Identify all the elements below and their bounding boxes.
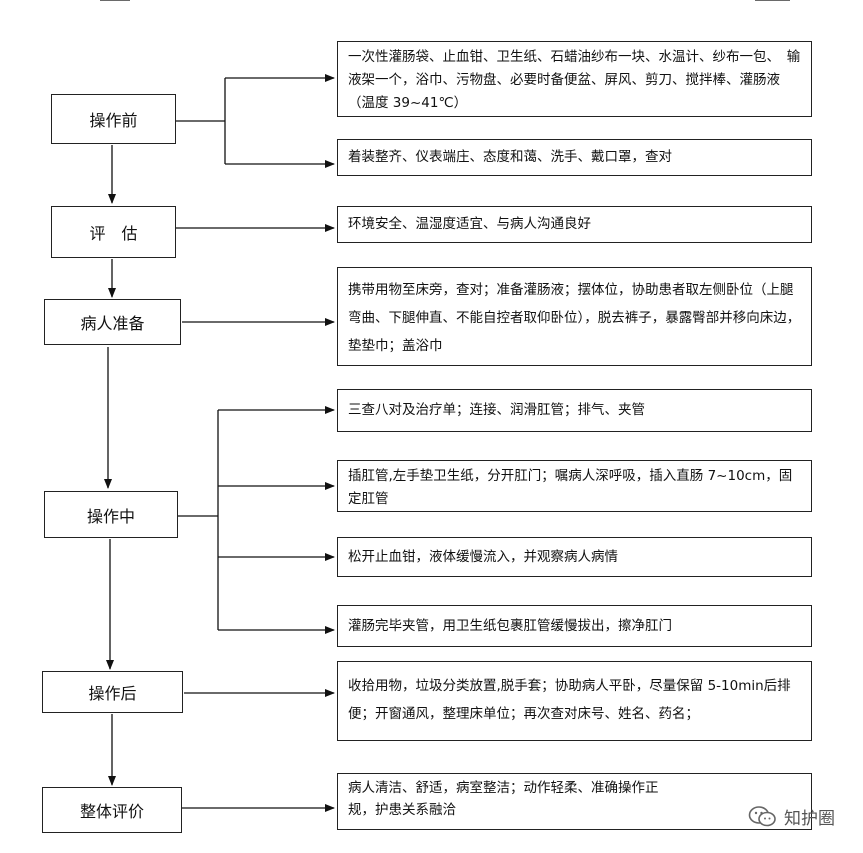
detail-evaluate: 病人清洁、舒适，病室整洁；动作轻柔、准确操作正规，护患关系融洽: [337, 773, 812, 830]
detail-during-insert-text: 插肛管,左手垫卫生纸，分开肛门；嘱病人深呼吸，插入直肠 7~10cm，固定肛管: [348, 468, 793, 507]
step-after-label: 操作后: [88, 684, 137, 703]
step-assess-label: 评 估: [89, 224, 138, 243]
detail-after-text: 收拾用物，垃圾分类放置,脱手套；协助病人平卧，尽量保留 5-10min后排便；开…: [348, 678, 791, 722]
detail-prepare-text: 携带用物至床旁，查对；准备灌肠液；摆体位，协助患者取左侧卧位（上腿弯曲、下腿伸直…: [348, 282, 801, 354]
step-before-label: 操作前: [89, 111, 138, 130]
step-evaluate-label: 整体评价: [79, 802, 144, 821]
detail-before-supplies-text: 一次性灌肠袋、止血钳、卫生纸、石蜡油纱布一块、水温计、纱布一包、 输液架一个，浴…: [348, 49, 801, 111]
wechat-icon: [748, 805, 776, 826]
detail-before-supplies: 一次性灌肠袋、止血钳、卫生纸、石蜡油纱布一块、水温计、纱布一包、 输液架一个，浴…: [337, 41, 812, 117]
detail-during-insert: 插肛管,左手垫卫生纸，分开肛门；嘱病人深呼吸，插入直肠 7~10cm，固定肛管: [337, 460, 812, 512]
detail-during-check: 三查八对及治疗单；连接、润滑肛管；排气、夹管: [337, 389, 812, 432]
watermark-text: 知护圈: [784, 809, 835, 829]
step-during-label: 操作中: [86, 506, 135, 526]
detail-during-check-text: 三查八对及治疗单；连接、润滑肛管；排气、夹管: [348, 402, 645, 418]
step-evaluate: 整体评价: [42, 787, 182, 833]
detail-assess: 环境安全、温湿度适宜、与病人沟通良好: [337, 206, 812, 243]
detail-during-flow: 松开止血钳，液体缓慢流入，并观察病人病情: [337, 537, 812, 577]
detail-during-remove: 灌肠完毕夹管，用卫生纸包裹肛管缓慢拔出，擦净肛门: [337, 605, 812, 647]
step-assess: 评 估: [51, 206, 176, 258]
detail-during-remove-text: 灌肠完毕夹管，用卫生纸包裹肛管缓慢拔出，擦净肛门: [348, 617, 672, 634]
watermark: 知护圈: [748, 804, 835, 829]
detail-before-preparation: 着装整齐、仪表端庄、态度和蔼、洗手、戴口罩，查对: [337, 139, 812, 176]
detail-prepare: 携带用物至床旁，查对；准备灌肠液；摆体位，协助患者取左侧卧位（上腿弯曲、下腿伸直…: [337, 267, 812, 366]
step-prepare: 病人准备: [44, 299, 181, 345]
step-during: 操作中: [44, 491, 178, 538]
detail-during-flow-text: 松开止血钳，液体缓慢流入，并观察病人病情: [348, 548, 618, 565]
detail-after: 收拾用物，垃圾分类放置,脱手套；协助病人平卧，尽量保留 5-10min后排便；开…: [337, 661, 812, 741]
step-before: 操作前: [51, 94, 176, 144]
detail-evaluate-text: 病人清洁、舒适，病室整洁；动作轻柔、准确操作正规，护患关系融洽: [348, 780, 659, 818]
detail-before-preparation-text: 着装整齐、仪表端庄、态度和蔼、洗手、戴口罩，查对: [348, 149, 672, 165]
step-prepare-label: 病人准备: [80, 314, 145, 333]
step-after: 操作后: [42, 671, 183, 713]
detail-assess-text: 环境安全、温湿度适宜、与病人沟通良好: [348, 216, 591, 232]
